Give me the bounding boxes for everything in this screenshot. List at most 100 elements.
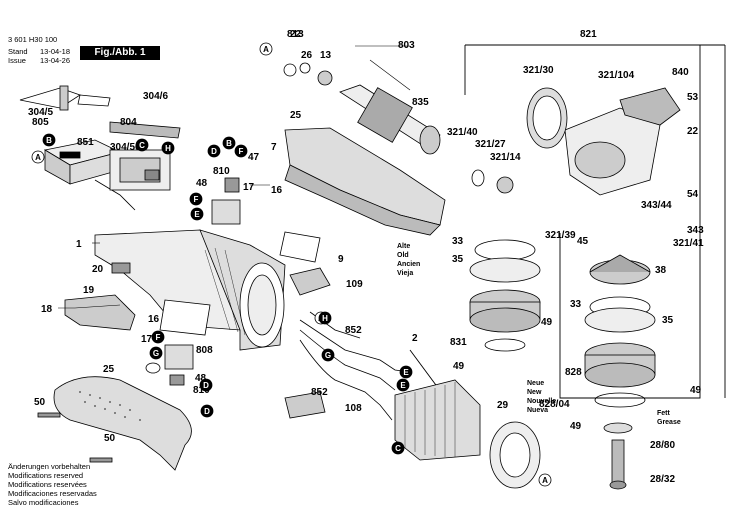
connector-letter: E [400, 381, 406, 390]
connector-letter: B [226, 139, 232, 148]
cable-guide [289, 267, 331, 296]
connector-badge-c: C [391, 441, 405, 455]
part-label-108: 108 [345, 403, 362, 414]
part-label-49: 49 [541, 317, 553, 328]
part-label-808: 808 [196, 345, 213, 356]
connector-badge-c: C [135, 138, 149, 152]
spring [111, 262, 131, 274]
connector-badge-e: E [396, 378, 410, 392]
connector-badge-a: A [31, 150, 45, 164]
connector-letter: A [35, 153, 41, 162]
issue-label: Issue [8, 56, 26, 65]
screw [89, 457, 113, 463]
part-label-29: 29 [497, 400, 509, 411]
part-label-16b: 16 [148, 314, 160, 325]
switch-slider [64, 294, 136, 331]
part-label-19: 19 [83, 285, 95, 296]
part-label-852: 852 [345, 325, 362, 336]
part-label-18: 18 [41, 304, 53, 315]
part-label-109: 109 [346, 279, 363, 290]
part-label-810: 810 [213, 166, 230, 177]
part-label-805: 805 [32, 117, 49, 128]
part-label-1: 1 [76, 239, 82, 250]
part-label-22: 22 [687, 126, 699, 137]
bearing-flange-new [584, 296, 656, 408]
part-label-804: 804 [120, 117, 137, 128]
lang-old: Old [397, 252, 409, 259]
switch [164, 344, 194, 370]
part-label-821: 821 [580, 29, 597, 40]
connector-letter: C [139, 141, 145, 150]
part-label-54: 54 [687, 189, 699, 200]
part-label-828: 828 [565, 367, 582, 378]
part-label-304-6: 304/6 [143, 91, 168, 102]
frame-lines [409, 44, 726, 401]
part-label-13: 13 [320, 50, 332, 61]
part-number: 3 601 H30 100 [8, 35, 58, 44]
part-label-45: 45 [577, 236, 589, 247]
connector-badge-f: F [151, 330, 165, 344]
bearing-flange-old [469, 239, 541, 352]
connector-badge-a: A [538, 473, 552, 487]
part-label-304-56: 304/56 [110, 142, 141, 153]
terminal-block [284, 391, 326, 419]
part-label-343: 343 [687, 225, 704, 236]
part-label-26: 26 [301, 50, 313, 61]
capacitor [169, 374, 185, 386]
washer [299, 62, 311, 74]
part-label-38: 38 [655, 265, 667, 276]
lang-new: Nouvelle [527, 398, 556, 405]
part-label-49b: 49 [690, 385, 702, 396]
lang-grease: Grease [657, 419, 681, 426]
stand-date: 13-04-18 [40, 47, 71, 56]
part-label-48b: 48 [195, 373, 207, 384]
connector-badge-b: B [42, 133, 56, 147]
part-label-321-104: 321/104 [598, 70, 635, 81]
connector-letter: H [322, 314, 328, 323]
figure-label: Fig./Abb. 1 [80, 46, 160, 60]
power-plug [19, 85, 111, 111]
cover-plate [526, 87, 568, 149]
part-label-304-5: 304/5 [28, 107, 53, 118]
part-label-50b: 50 [104, 433, 116, 444]
part-label-828-04: 828/04 [539, 399, 570, 410]
part-label-49a: 49 [453, 361, 465, 372]
part-label-321-14: 321/14 [490, 152, 521, 163]
fan-shroud [489, 421, 541, 489]
connector-badge-f: F [234, 144, 248, 158]
part-label-7: 7 [271, 142, 277, 153]
part-label-831: 831 [450, 337, 467, 348]
footer-note: Modifications reserved [8, 471, 84, 480]
lang-new: Nueva [527, 407, 548, 414]
electronic-module [109, 149, 171, 191]
part-label-48: 48 [196, 178, 208, 189]
connector-badge-d: D [200, 404, 214, 418]
connector-badge-b: B [222, 136, 236, 150]
connector-letter: F [156, 333, 161, 342]
issue-date: 13-04-26 [40, 56, 71, 65]
connector-letter: A [542, 476, 548, 485]
screw [37, 412, 61, 418]
connector-badge-g: G [321, 348, 335, 362]
connector-badge-d: D [207, 144, 221, 158]
connector-letter: G [153, 349, 159, 358]
handle-cover [53, 376, 192, 471]
connector-letters: AABBCDHFFEAHGEECDDFGA [31, 42, 552, 487]
part-label-321-27: 321/27 [475, 139, 506, 150]
lang-old: Vieja [397, 270, 413, 277]
part-label-33b: 33 [570, 299, 582, 310]
capacitor [224, 177, 240, 193]
switch [211, 199, 241, 225]
part-label-321-41: 321/41 [673, 238, 704, 249]
footer-note: Modificaciones reservadas [8, 489, 97, 498]
bearing [317, 70, 333, 86]
part-label-840: 840 [672, 67, 689, 78]
part-label-28-80: 28/80 [650, 440, 675, 451]
connector-badge-h: H [318, 311, 332, 325]
part-label-835: 835 [412, 97, 429, 108]
part-label-50: 50 [34, 397, 46, 408]
part-label-28-32: 28/32 [650, 474, 675, 485]
field-coil [394, 379, 481, 461]
connector-letter: E [194, 210, 200, 219]
armature [339, 84, 441, 155]
